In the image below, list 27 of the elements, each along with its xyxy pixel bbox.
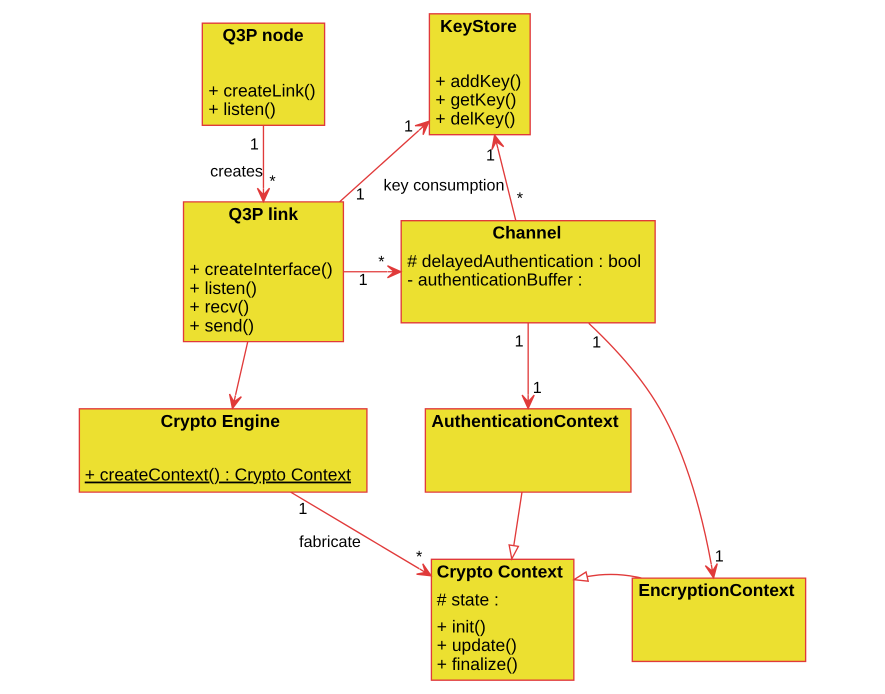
label: 1 bbox=[714, 547, 724, 566]
arrow bbox=[508, 492, 523, 561]
edge-label: key consumption bbox=[384, 176, 504, 194]
arrow bbox=[344, 265, 402, 278]
arrow bbox=[256, 126, 270, 202]
label: * bbox=[378, 252, 385, 271]
arrow bbox=[290, 492, 432, 577]
arrow bbox=[521, 323, 535, 410]
edge-label: fabricate bbox=[299, 532, 361, 551]
label: * bbox=[516, 190, 524, 208]
edge-label: creates bbox=[210, 162, 263, 180]
arrow bbox=[491, 134, 516, 221]
label: 1 bbox=[356, 186, 365, 204]
label: 1 bbox=[298, 500, 308, 518]
label: 1 bbox=[358, 271, 368, 290]
arrow bbox=[588, 322, 718, 579]
arrow bbox=[339, 120, 430, 202]
label: 1 bbox=[592, 334, 602, 352]
label: 1 bbox=[532, 379, 542, 398]
label: * bbox=[269, 172, 276, 190]
label: 1 bbox=[250, 135, 259, 154]
arrow bbox=[228, 342, 248, 410]
label: 1 bbox=[514, 332, 524, 351]
label: 1 bbox=[486, 146, 495, 164]
label: 1 bbox=[404, 118, 413, 136]
arrow bbox=[572, 570, 642, 582]
label: * bbox=[416, 548, 422, 566]
